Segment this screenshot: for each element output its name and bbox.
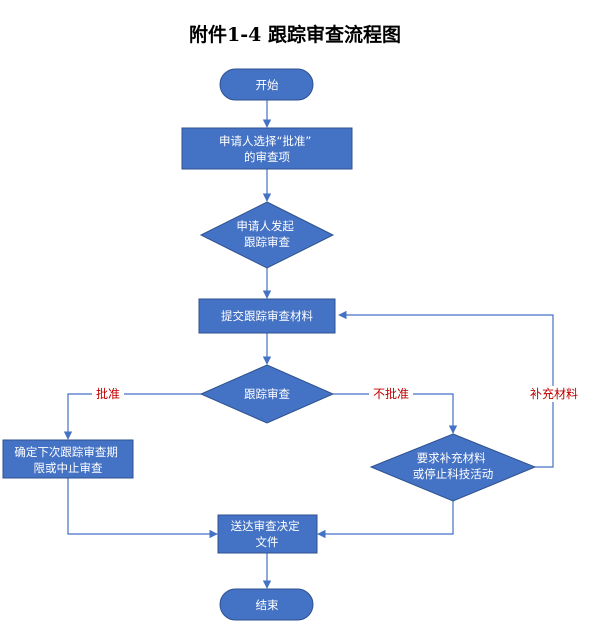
node-next-line: 限或中止审查 (34, 461, 103, 475)
flowchart-edges (63, 100, 554, 589)
node-review-line: 跟踪审查 (244, 387, 290, 401)
node-initiate: 申请人发起 跟踪审查 (199, 201, 335, 269)
node-next: 确定下次跟踪审查期 限或中止审查 (2, 439, 134, 479)
supplement-label-bg (526, 386, 582, 402)
node-initiate-label: 申请人发起 跟踪审查 (236, 219, 297, 249)
node-submit-label: 提交跟踪审查材料 (221, 309, 313, 323)
node-start-shape (219, 68, 314, 101)
node-deliver-label: 送达审查决定 文件 (231, 519, 304, 549)
edge-label-reject: 不批准 (373, 386, 409, 401)
node-end: 结束 (219, 588, 314, 621)
node-end-shape (219, 588, 314, 621)
node-request-line: 或停止科技活动 (413, 467, 494, 481)
node-request-label: 要求补充材料 或停止科技活动 (413, 451, 494, 481)
page-title: 附件1-4 跟踪审查流程图 (189, 24, 401, 46)
node-initiate-line: 申请人发起 (236, 219, 294, 233)
node-submit-shape (198, 298, 336, 334)
node-deliver-line: 文件 (256, 535, 279, 549)
node-select-line: 的审查项 (244, 150, 290, 164)
node-review-label: 跟踪审查 (244, 387, 290, 401)
node-submit-line: 提交跟踪审查材料 (221, 309, 313, 323)
node-initiate-shape (199, 201, 335, 269)
edge-label-approve: 批准 (96, 386, 120, 401)
node-deliver-shape (217, 514, 318, 554)
node-initiate-line: 跟踪审查 (244, 235, 290, 249)
reject-label-bg (369, 386, 413, 401)
node-start: 开始 (219, 68, 314, 101)
node-request-shape (369, 433, 537, 502)
node-review-shape (199, 364, 335, 424)
node-request-line: 要求补充材料 (417, 451, 486, 465)
node-next-line: 确定下次跟踪审查期 (14, 445, 118, 459)
node-submit: 提交跟踪审查材料 (198, 298, 336, 334)
node-select-label: 申请人选择“批准” 的审查项 (219, 134, 315, 164)
node-deliver-line: 送达审查决定 (231, 519, 300, 533)
node-start-line: 开始 (256, 78, 279, 92)
edge-request-to-deliver (317, 501, 454, 539)
node-review: 跟踪审查 (199, 364, 335, 424)
edge-next-to-deliver (67, 478, 218, 539)
edge-label-supplement: 补充材料 (530, 386, 578, 401)
node-start-label: 开始 (256, 78, 279, 92)
node-select-line: 申请人选择“批准” (219, 134, 311, 148)
approve-label-bg (92, 386, 124, 401)
node-end-label: 结束 (256, 598, 279, 612)
edge-review-to-next (63, 393, 201, 440)
node-next-label: 确定下次跟踪审查期 限或中止审查 (14, 445, 121, 475)
node-deliver: 送达审查决定 文件 (217, 514, 318, 554)
node-request: 要求补充材料 或停止科技活动 (369, 433, 537, 502)
node-end-line: 结束 (256, 598, 279, 612)
node-select-shape (181, 127, 353, 170)
node-select: 申请人选择“批准” 的审查项 (181, 127, 353, 170)
node-next-shape (2, 439, 134, 479)
